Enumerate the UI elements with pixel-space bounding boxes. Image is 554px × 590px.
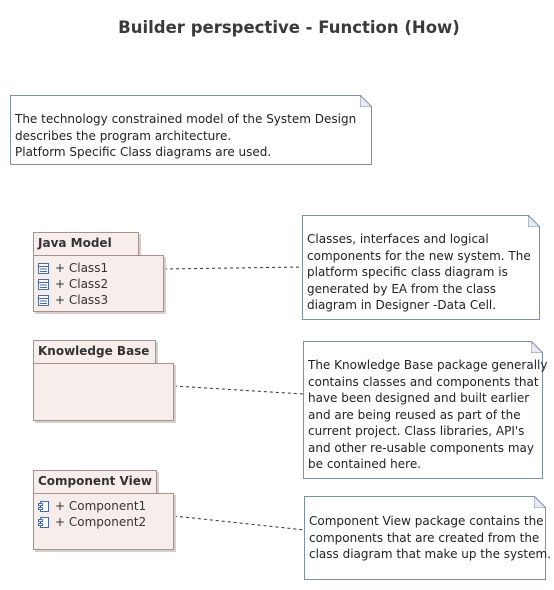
note-line: The Knowledge Base package generally bbox=[308, 358, 548, 372]
package-java-model[interactable] bbox=[33, 255, 164, 312]
note-fold-icon bbox=[528, 215, 540, 227]
package-item-label: + Class3 bbox=[55, 293, 109, 307]
package-item[interactable]: + Class2 bbox=[38, 277, 108, 291]
note-line: The technology constrained model of the … bbox=[15, 112, 357, 126]
package-tab-java-model[interactable]: Java Model bbox=[33, 232, 139, 256]
class-icon bbox=[38, 262, 49, 274]
package-tab-component-view[interactable]: Component View bbox=[33, 470, 157, 494]
note-line: have been designed and built earlier bbox=[308, 391, 530, 405]
note-fold-icon bbox=[534, 496, 546, 508]
package-tab-knowledge-base[interactable]: Knowledge Base bbox=[33, 340, 156, 364]
knowledge-base-note[interactable]: The Knowledge Base package generally con… bbox=[303, 341, 547, 479]
note-line: Platform Specific Class diagrams are use… bbox=[15, 145, 272, 159]
class-icon bbox=[38, 294, 49, 306]
class-icon bbox=[38, 278, 49, 290]
package-item-label: + Class2 bbox=[55, 277, 109, 291]
package-knowledge-base[interactable] bbox=[33, 363, 174, 421]
package-item-label: + Class1 bbox=[55, 261, 109, 275]
note-line: contains classes and components that bbox=[308, 374, 539, 389]
connector-knowledge-base bbox=[173, 385, 304, 395]
note-line: generated by EA from the class bbox=[307, 281, 496, 296]
note-fold-icon bbox=[360, 95, 372, 107]
note-line: Component View package contains the bbox=[309, 514, 544, 528]
note-line: diagram in Designer -Data Cell. bbox=[307, 298, 497, 312]
connector-component-view bbox=[173, 515, 306, 531]
component-view-note[interactable]: Component View package contains the comp… bbox=[304, 496, 551, 580]
note-line: and are being reused as part of the bbox=[308, 407, 521, 422]
note-line: components for the new system. The bbox=[307, 248, 531, 263]
note-line: platform specific class diagram is bbox=[307, 265, 508, 279]
java-model-note[interactable]: Classes, interfaces and logical componen… bbox=[302, 215, 540, 320]
component-icon bbox=[38, 500, 49, 512]
package-item[interactable]: + Component1 bbox=[38, 499, 146, 513]
note-fold-icon bbox=[531, 341, 543, 353]
note-line: describes the program architecture. bbox=[15, 128, 232, 143]
diagram-title: Builder perspective - Function (How) bbox=[118, 18, 460, 37]
note-line: class diagram that make up the system. bbox=[309, 547, 552, 561]
package-item[interactable]: + Class3 bbox=[38, 293, 108, 307]
package-item-label: + Component1 bbox=[55, 499, 147, 513]
package-item[interactable]: + Component2 bbox=[38, 515, 146, 529]
note-line: and other re-usable components may bbox=[308, 440, 535, 455]
note-line: be contained here. bbox=[308, 457, 422, 471]
connector-java-model bbox=[163, 266, 303, 270]
note-line: Classes, interfaces and logical bbox=[307, 232, 489, 246]
package-item[interactable]: + Class1 bbox=[38, 261, 108, 275]
package-component-view[interactable] bbox=[33, 493, 174, 550]
component-icon bbox=[38, 516, 49, 528]
note-line: current project. Class libraries, API's bbox=[308, 424, 525, 438]
note-line: components that are created from the bbox=[309, 530, 540, 545]
top-note[interactable]: The technology constrained model of the … bbox=[10, 95, 372, 165]
package-item-label: + Component2 bbox=[55, 515, 147, 529]
